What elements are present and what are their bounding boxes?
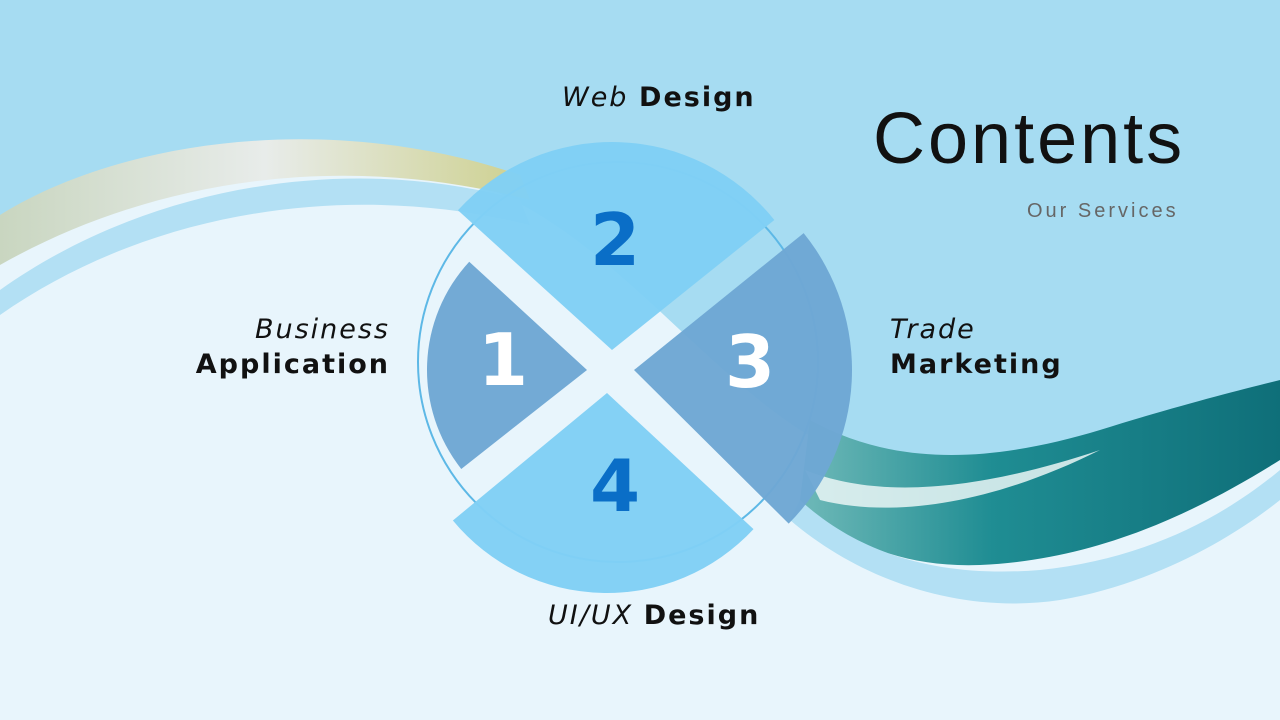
item-3-line1: Trade [890, 314, 976, 345]
item-4-line1: UI/UX [548, 600, 634, 631]
top-left-photo-band [0, 139, 530, 265]
item-2-number: 2 [590, 198, 643, 282]
item-4-label: UI/UX Design [548, 600, 760, 631]
item-3-number: 3 [725, 320, 778, 404]
item-4-line2: Design [643, 600, 761, 631]
item-2-line1: Web [562, 82, 629, 113]
page-subtitle: Our Services [1027, 200, 1179, 222]
item-1-line1: Business [254, 314, 390, 345]
item-3-line2: Marketing [890, 349, 1063, 380]
item-2-line2: Design [639, 82, 756, 113]
item-1-line2: Application [195, 349, 390, 380]
right-white-streak [805, 450, 1100, 508]
item-1-label: Business Application [196, 314, 390, 380]
item-4-number: 4 [590, 444, 643, 528]
sector-4 [452, 393, 754, 594]
item-2-label: Web Design [562, 82, 756, 113]
sector-1 [426, 261, 587, 469]
page-title: Contents [873, 99, 1186, 179]
right-light-band [790, 470, 1280, 604]
item-1-number: 1 [478, 318, 531, 402]
sector-3 [634, 233, 852, 524]
sector-2 [457, 141, 775, 350]
item-3-label: Trade Marketing [890, 314, 1063, 380]
